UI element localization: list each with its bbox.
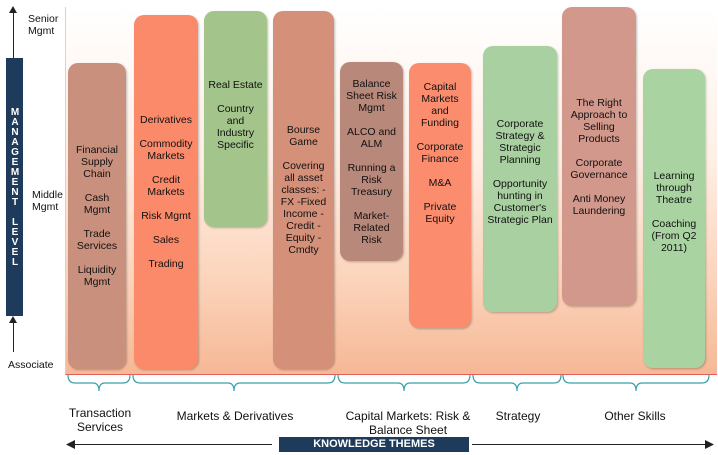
bar-item: Trade Services — [76, 228, 118, 252]
bar-item: Risk Mgmt — [141, 210, 191, 222]
bar-item: Private Equity — [423, 201, 457, 225]
bar-item: Cash Mgmt — [83, 192, 111, 216]
management-level-title: MANAGEMENT LEVEL — [9, 107, 21, 267]
brace-capital-markets — [337, 374, 471, 392]
bar-item: Capital Markets and Funding — [421, 81, 459, 129]
y-axis-line-bottom — [13, 322, 14, 352]
bar-item: M&A — [428, 177, 452, 189]
bar-item: Opportunity hunting in Customer's Strate… — [487, 178, 553, 226]
bar-transaction-services: Financial Supply Chain Cash Mgmt Trade S… — [68, 63, 126, 369]
brace-strategy — [472, 374, 562, 392]
bar-item: ALCO and ALM — [346, 125, 397, 150]
bar-item: Commodity Markets — [139, 138, 193, 162]
management-level-bar: MANAGEMENT LEVEL — [6, 58, 23, 316]
bar-item: Market-Related Risk — [353, 209, 390, 246]
bar-item: Corporate Governance — [570, 157, 628, 181]
knowledge-themes-title: KNOWLEDGE THEMES — [279, 437, 469, 452]
bar-item: Financial Supply Chain — [75, 144, 119, 180]
x-axis-line-left — [74, 444, 272, 445]
y-axis-arrow-up-icon — [9, 6, 17, 13]
bar-item: Sales — [152, 234, 180, 246]
bar-item: Balance Sheet Risk Mgmt — [346, 77, 397, 114]
theme-capital-markets: Capital Markets: Risk & Balance Sheet — [345, 409, 471, 437]
bar-item: Credit Markets — [147, 174, 185, 198]
bar-learning: Learning through Theatre Coaching (From … — [643, 69, 705, 368]
x-axis-line-right — [472, 444, 706, 445]
bar-item: Anti Money Laundering — [572, 193, 626, 217]
y-axis-line-top — [13, 12, 14, 58]
bar-item: Derivatives — [140, 114, 192, 126]
bar-bourse-game: Bourse Game Covering all asset classes: … — [273, 11, 334, 369]
x-axis-arrow-right-icon — [705, 440, 714, 449]
brace-markets-derivatives — [132, 374, 336, 392]
bar-balance-sheet: Balance Sheet Risk Mgmt ALCO and ALM Run… — [340, 62, 403, 261]
y-axis-arrow-up-lower-icon — [9, 316, 17, 323]
bar-item: The Right Approach to Selling Products — [570, 97, 628, 145]
bar-strategy: Corporate Strategy & Strategic Planning … — [483, 46, 557, 312]
bar-item: Covering all asset classes: -FX -Fixed I… — [280, 160, 327, 256]
bar-item: Corporate Strategy & Strategic Planning — [495, 118, 545, 166]
brace-other-skills — [562, 374, 710, 392]
bar-item: Learning through Theatre — [653, 170, 695, 206]
theme-markets-derivatives: Markets & Derivatives — [176, 409, 294, 423]
brace-transaction-services — [67, 374, 131, 392]
y-label-senior: Senior Mgmt — [28, 13, 59, 37]
bar-item: Liquidity Mgmt — [77, 264, 117, 288]
bar-item: Real Estate — [208, 79, 263, 91]
bar-item: Corporate Finance — [416, 141, 464, 165]
theme-other-skills: Other Skills — [604, 409, 666, 423]
theme-transaction-services: Transaction Services — [68, 406, 132, 434]
bar-derivatives: Derivatives Commodity Markets Credit Mar… — [134, 15, 198, 369]
bar-other-skills: The Right Approach to Selling Products C… — [562, 7, 636, 306]
bar-item: Country and Industry Specific — [216, 103, 255, 151]
bar-real-estate: Real Estate Country and Industry Specifi… — [204, 11, 267, 227]
y-label-middle: Middle Mgmt — [32, 189, 63, 213]
bar-item: Running a Risk Treasury — [347, 161, 396, 198]
x-axis-arrow-left-icon — [66, 440, 75, 449]
bar-item: Bourse Game — [286, 124, 321, 148]
bar-item: Coaching (From Q2 2011) — [651, 218, 697, 254]
bar-capital-markets: Capital Markets and Funding Corporate Fi… — [409, 63, 471, 328]
theme-strategy: Strategy — [495, 409, 541, 423]
y-label-associate: Associate — [8, 359, 54, 371]
bar-item: Trading — [148, 258, 184, 270]
